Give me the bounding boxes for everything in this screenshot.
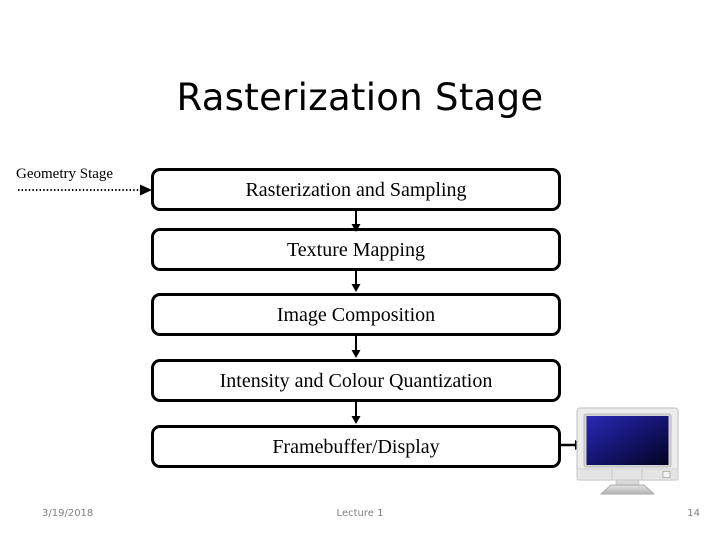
footer-lecture-label: Lecture 1 [336,508,384,519]
pipeline-box-label: Intensity and Colour Quantization [219,369,493,392]
footer-date: 3/19/2018 [42,508,94,519]
pipeline-box-intensity-and-colour-quantization[interactable]: Intensity and Colour Quantization [151,359,561,402]
geometry-stage-arrow-icon [18,184,152,196]
pipeline-box-label: Image Composition [276,303,436,326]
connector-arrow-down-icon [351,210,361,232]
pipeline-box-label: Rasterization and Sampling [245,178,467,201]
page-title: Rasterization Stage [176,76,544,119]
geometry-stage-label: Geometry Stage [16,166,114,182]
pipeline-box-rasterization-and-sampling[interactable]: Rasterization and Sampling [151,168,561,211]
connector-arrow-down-icon [351,402,361,424]
pipeline-box-image-composition[interactable]: Image Composition [151,293,561,336]
pipeline-box-label: Texture Mapping [286,238,425,261]
footer-page-number: 14 [687,508,700,519]
pipeline-box-framebuffer-display[interactable]: Framebuffer/Display [151,425,561,468]
pipeline-box-texture-mapping[interactable]: Texture Mapping [151,228,561,271]
monitor-illustration [576,407,679,495]
connector-arrow-down-icon [351,270,361,292]
connector-arrow-down-icon [351,336,361,358]
pipeline-box-label: Framebuffer/Display [272,435,440,458]
